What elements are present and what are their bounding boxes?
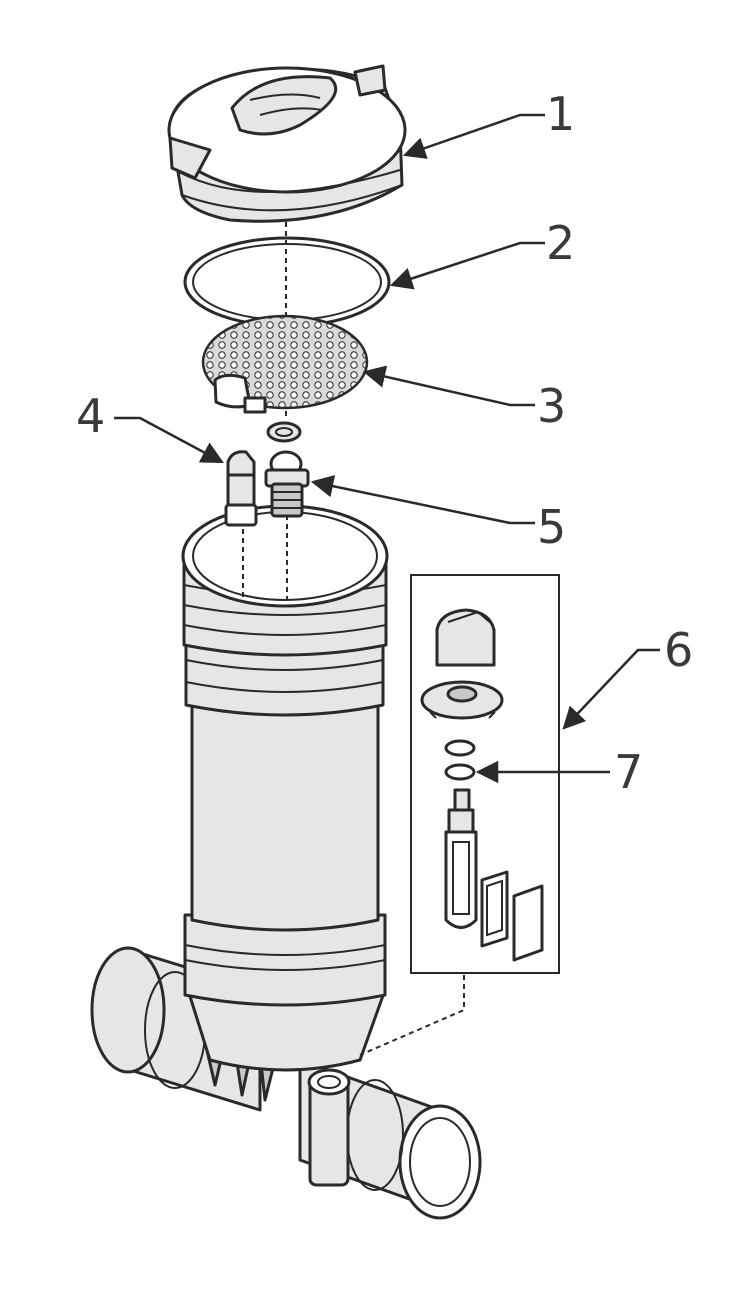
callout-6: 6 bbox=[664, 623, 693, 677]
callout-1: 1 bbox=[546, 87, 575, 141]
callout-leaders bbox=[114, 113, 660, 784]
part-4-elbow-fitting bbox=[224, 450, 258, 527]
chlorinator-body bbox=[181, 504, 389, 1102]
part-5-valve-fitting bbox=[264, 450, 310, 518]
callout-7: 7 bbox=[614, 745, 643, 799]
part-6-kit bbox=[410, 574, 560, 974]
callout-5: 5 bbox=[537, 500, 566, 554]
part-1-lid bbox=[167, 64, 407, 223]
callout-2: 2 bbox=[546, 216, 575, 270]
part-3-screen bbox=[201, 314, 369, 443]
callout-3: 3 bbox=[537, 379, 566, 433]
callout-4: 4 bbox=[76, 389, 105, 443]
part-7-o-ring bbox=[444, 763, 476, 781]
